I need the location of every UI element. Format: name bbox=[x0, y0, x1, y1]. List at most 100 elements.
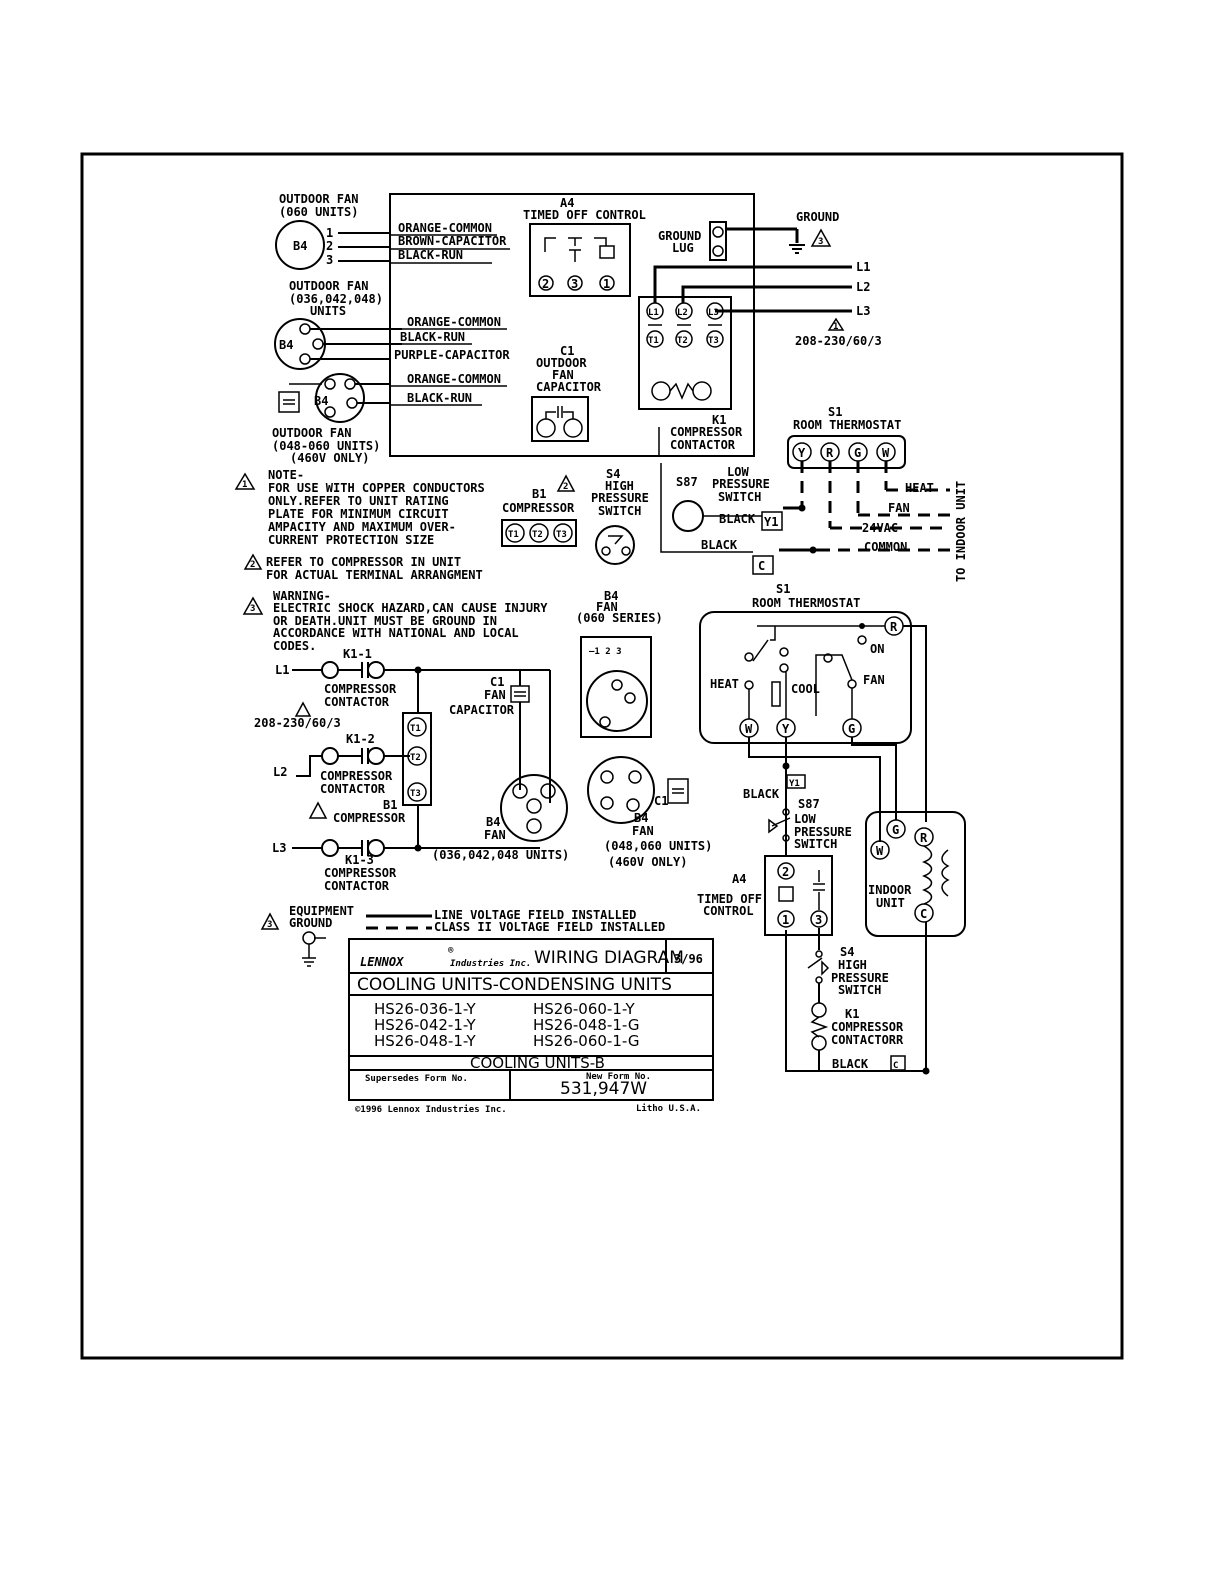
warning-triangle-icon bbox=[294, 701, 312, 717]
c1-l2: FAN bbox=[552, 368, 574, 382]
sch-a4-l2: CONTROL bbox=[703, 904, 754, 918]
fan460-id: B4 bbox=[634, 811, 648, 825]
sch-k1-l1: COMPRESSOR bbox=[831, 1020, 904, 1034]
k1-term-l2: L2 bbox=[677, 308, 688, 318]
a4-id: A4 bbox=[560, 196, 574, 210]
control-wiring bbox=[748, 625, 930, 1075]
wire-black-run: BLACK-RUN bbox=[398, 248, 463, 262]
warning-triangle-icon bbox=[242, 596, 264, 615]
field-heat: HEAT bbox=[905, 481, 934, 495]
ladder-c1: C1 bbox=[490, 675, 504, 689]
black-term-c: C bbox=[758, 559, 765, 573]
s1sch-term-w: W bbox=[745, 722, 753, 736]
outdoor-fan-048: B4 ORANGE-COMMON BLACK-RUN OUTDOOR FAN (… bbox=[272, 372, 507, 465]
fan-060-series: B4 FAN (060 SERIES) —1 2 3 bbox=[576, 589, 663, 738]
warning-triangle-icon bbox=[810, 228, 832, 247]
wire-black-run-048: BLACK-RUN bbox=[407, 391, 472, 405]
ladder-l2: L2 bbox=[273, 765, 287, 779]
b1-term-t3: T3 bbox=[556, 530, 567, 540]
ladder-cont2: CONTACTOR bbox=[320, 782, 386, 796]
note1-l0: NOTE- bbox=[268, 468, 304, 482]
coil-icon bbox=[669, 382, 694, 400]
model-r1: HS26-048-1-G bbox=[533, 1016, 639, 1034]
k1-l1: COMPRESSOR bbox=[670, 425, 743, 439]
indoor-term-w: W bbox=[876, 844, 884, 858]
s1-top-id: S1 bbox=[828, 405, 842, 419]
s1-room-thermostat-top: S1 ROOM THERMOSTAT Y R G W bbox=[787, 405, 906, 469]
warning-triangle-icon bbox=[827, 317, 845, 331]
fan460-volt: (460V ONLY) bbox=[608, 855, 687, 869]
note3-l2: OR DEATH.UNIT MUST BE GROUND IN bbox=[273, 614, 497, 628]
ladder-compressor: COMPRESSOR bbox=[333, 811, 406, 825]
s1sch-fan: FAN bbox=[863, 673, 885, 687]
ladder-b1-id: B1 bbox=[383, 798, 397, 812]
outdoor-fan-048-sub2: (460V ONLY) bbox=[290, 451, 369, 465]
line-l1: L1 bbox=[856, 260, 870, 274]
warning-triangle-icon bbox=[234, 472, 256, 490]
s4-l1: HIGH bbox=[605, 479, 634, 493]
model-r0: HS26-060-1-Y bbox=[533, 1000, 636, 1018]
outdoor-fan-036-sub1: (036,042,048) bbox=[289, 292, 383, 306]
legend: EQUIPMENT GROUND 3 LINE VOLTAGE FIELD IN… bbox=[260, 904, 665, 967]
black-wire-top: BLACK bbox=[701, 538, 738, 552]
warning-triangle-icon bbox=[556, 474, 576, 492]
sch-s4-id: S4 bbox=[840, 945, 854, 959]
sch-s87-id: S87 bbox=[798, 797, 820, 811]
ladder-comp2: COMPRESSOR bbox=[320, 769, 393, 783]
field-common: COMMON bbox=[864, 540, 907, 554]
brand-logo: LENNOX bbox=[360, 955, 404, 969]
brand-industries: Industries Inc. bbox=[450, 958, 531, 969]
outdoor-fan-060-title: OUTDOOR FAN bbox=[279, 192, 358, 206]
fan460-fan: FAN bbox=[632, 824, 654, 838]
outdoor-fan-048-title: OUTDOOR FAN bbox=[272, 426, 351, 440]
note1-l2: ONLY.REFER TO UNIT RATING bbox=[268, 494, 449, 508]
ladder-b4-fan-label: FAN bbox=[484, 828, 506, 842]
pin-2: 2 bbox=[326, 239, 333, 253]
note1-l4: AMPACITY AND MAXIMUM OVER- bbox=[268, 520, 456, 534]
wire-brown-capacitor: BROWN-CAPACITOR bbox=[398, 234, 507, 248]
to-indoor-unit: TO INDOOR UNIT bbox=[954, 481, 968, 582]
fan-motor-b4-048 bbox=[315, 373, 365, 423]
ladder-t2: T2 bbox=[410, 753, 421, 763]
field-wiring: HEAT FAN 24VAC COMMON TO INDOOR UNIT bbox=[779, 461, 968, 582]
ground-lug-l1: GROUND bbox=[658, 229, 701, 243]
doc-subtitle: COOLING UNITS-CONDENSING UNITS bbox=[357, 975, 672, 995]
sch-a4-term-1: 1 bbox=[782, 913, 789, 927]
capacitor-icon bbox=[278, 391, 300, 413]
form-number: 531,947W bbox=[560, 1079, 647, 1099]
indoor-l2: UNIT bbox=[876, 896, 905, 910]
field-24vac: 24VAC bbox=[862, 521, 898, 535]
b1-id: B1 bbox=[532, 487, 546, 501]
brand-reg: ® bbox=[448, 946, 454, 956]
k1-term-t3: T3 bbox=[708, 336, 719, 346]
b1-label: COMPRESSOR bbox=[502, 501, 575, 515]
ground-note-num: 3 bbox=[818, 237, 823, 247]
ladder-units: (036,042,048 UNITS) bbox=[432, 848, 569, 862]
ladder-k1-1: K1-1 bbox=[343, 647, 372, 661]
k1-term-t1: T1 bbox=[648, 336, 659, 346]
wire-purple-capacitor-036: PURPLE-CAPACITOR bbox=[394, 348, 510, 362]
fan-motor-label: B4 bbox=[293, 239, 307, 253]
k1-contactor: L1 L2 L3 T1 T2 T3 K1 COMPRESSOR CONTACTO… bbox=[638, 296, 743, 456]
sch-s87-l1: LOW bbox=[794, 812, 816, 826]
b1-compressor-top: B1 2 COMPRESSOR T1 T2 T3 bbox=[501, 474, 577, 547]
sch-a4-term-2: 2 bbox=[782, 865, 789, 879]
s4-l2: PRESSURE bbox=[591, 491, 649, 505]
wire-black-run-036: BLACK-RUN bbox=[400, 330, 465, 344]
title-block: LENNOX ® Industries Inc. WIRING DIAGRAM … bbox=[348, 938, 714, 1115]
copyright: ©1996 Lennox Industries Inc. bbox=[355, 1104, 507, 1115]
s4-high-pressure-top: S4 HIGH PRESSURE SWITCH bbox=[591, 467, 649, 565]
c1-l1: OUTDOOR bbox=[536, 356, 587, 370]
ground-label: GROUND bbox=[796, 210, 839, 224]
ladder-cont3: CONTACTOR bbox=[324, 879, 390, 893]
s1-term-g: G bbox=[854, 446, 861, 460]
model-l2: HS26-048-1-Y bbox=[374, 1032, 477, 1050]
ground-lug-l2: LUG bbox=[672, 241, 694, 255]
k1-term-l3: L3 bbox=[708, 308, 719, 318]
legend-line-voltage: LINE VOLTAGE FIELD INSTALLED bbox=[434, 908, 636, 922]
note-1-num: 1 bbox=[242, 480, 247, 490]
sch-a4-term-3: 3 bbox=[815, 913, 822, 927]
equipment-ground-icon bbox=[302, 931, 316, 945]
